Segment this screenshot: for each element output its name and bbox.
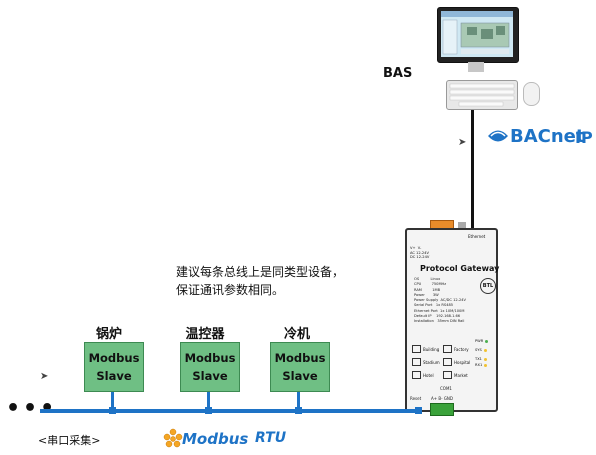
led-sys: SYS <box>475 344 488 356</box>
modbus-logo-icon <box>163 428 183 448</box>
com-label: COM1 <box>440 386 452 391</box>
application-icon-label: Market <box>454 372 468 378</box>
device-label-chiller: 冷机 <box>283 327 310 342</box>
ethernet-label: Ethernet <box>468 234 486 239</box>
reset-label: Reset <box>410 396 422 401</box>
slave-line-1: Modbus <box>88 351 140 365</box>
modbus-slave-thermostat: Modbus Slave <box>180 342 240 392</box>
bus-drop <box>207 392 210 410</box>
spec-line: Default IP 192.168.1.66 <box>414 314 461 319</box>
screen-graphic <box>441 11 513 55</box>
bus-drop <box>111 392 114 410</box>
led-label: TX1 <box>475 357 482 361</box>
led-indicator <box>484 363 488 367</box>
application-icon-hotel: Hotel <box>412 371 443 379</box>
application-icon-label: Hospital <box>454 359 471 365</box>
application-icon-label: Building <box>423 346 440 352</box>
bus-node-gateway <box>415 407 422 414</box>
hotel-icon <box>412 371 421 379</box>
hospital-icon <box>443 358 452 366</box>
slave-line-1: Modbus <box>184 351 236 365</box>
spec-line: Installation 35mm DIN Rail <box>414 319 465 324</box>
led-indicator <box>483 348 487 352</box>
keyboard <box>446 80 518 110</box>
monitor-stand <box>468 62 484 72</box>
application-icon-factory: Factory <box>443 345 474 353</box>
spec-line: OS Linux <box>414 277 441 281</box>
monitor-screen <box>441 11 513 57</box>
rs485-terminal <box>430 403 454 416</box>
spec-line: RAM 1MB <box>414 287 441 292</box>
spec-line: Ethernet Port 1x 10M/100M <box>414 308 465 313</box>
bas-label: BAS <box>383 66 413 81</box>
modbus-bus-line <box>40 409 418 413</box>
spec-line: Power Supply AC/DC 12-24V <box>414 298 466 303</box>
application-icon-building: Building <box>412 345 443 353</box>
spec-line: Serial Port 1x RS485 <box>414 303 454 308</box>
factory-icon <box>443 345 452 353</box>
led-tx1: TX1 <box>475 356 488 362</box>
gateway-title: Protocol Gateway <box>420 264 500 273</box>
right-arrow-icon: ➤ <box>40 371 49 382</box>
slave-line-2: Slave <box>282 369 318 383</box>
spec-line: Power 3W <box>414 292 439 297</box>
led-pwr: PWR <box>475 338 489 344</box>
modbus-slave-chiller: Modbus Slave <box>270 342 330 392</box>
led-indicator <box>483 357 487 361</box>
bus-node <box>295 407 302 414</box>
mouse <box>523 82 540 106</box>
led-label: PWR <box>475 339 484 343</box>
stadium-icon <box>412 358 421 366</box>
market-icon <box>443 371 452 379</box>
note-line-1: 建议每条总线上是同类型设备， <box>176 265 345 279</box>
wiring-note: 建议每条总线上是同类型设备， 保证通讯参数相同。 <box>176 263 344 299</box>
device-label-boiler: 锅炉 <box>95 327 122 342</box>
ip-link-line <box>471 110 474 244</box>
ethernet-port <box>458 222 466 229</box>
bus-node <box>205 407 212 414</box>
spec-line: CPU 750MHz <box>414 282 447 287</box>
bacnet-label: BACnet <box>510 126 585 147</box>
rtu-label: RTU <box>255 430 287 446</box>
power-spec: V+ V- AC 12-24V DC 12-24V <box>410 246 430 260</box>
bus-caption: <串口采集> <box>38 434 101 447</box>
bus-node <box>109 407 116 414</box>
led-rx1: RX1 <box>475 362 488 368</box>
bus-continuation: ••• <box>6 396 58 421</box>
keyboard-keys <box>449 83 515 107</box>
btl-badge: BTL <box>480 278 496 294</box>
note-line-2: 保证通讯参数相同。 <box>176 283 285 297</box>
application-icon-hospital: Hospital <box>443 358 474 366</box>
device-label-thermostat: 温控器 <box>185 327 225 342</box>
application-icon-stadium: Stadium <box>412 358 443 366</box>
com-pins: A+ B- GND <box>431 396 453 401</box>
bus-drop <box>297 392 300 410</box>
bacnet-logo-icon <box>488 130 508 142</box>
bacnet-ip-label: IP <box>575 128 593 147</box>
protocol-gateway <box>405 228 498 412</box>
building-icon <box>412 345 421 353</box>
application-icon-label: Factory <box>454 346 469 352</box>
led-indicator <box>485 339 489 343</box>
application-icon-market: Market <box>443 371 474 379</box>
led-label: SYS <box>475 348 482 352</box>
slave-line-1: Modbus <box>274 351 326 365</box>
up-arrow-icon: ➤ <box>458 137 467 148</box>
modbus-slave-boiler: Modbus Slave <box>84 342 144 392</box>
modbus-label: Modbus <box>182 430 249 448</box>
led-label: RX1 <box>475 363 483 367</box>
application-icon-label: Hotel <box>423 372 434 378</box>
slave-line-2: Slave <box>96 369 132 383</box>
application-icon-label: Stadium <box>423 359 440 365</box>
slave-line-2: Slave <box>192 369 228 383</box>
